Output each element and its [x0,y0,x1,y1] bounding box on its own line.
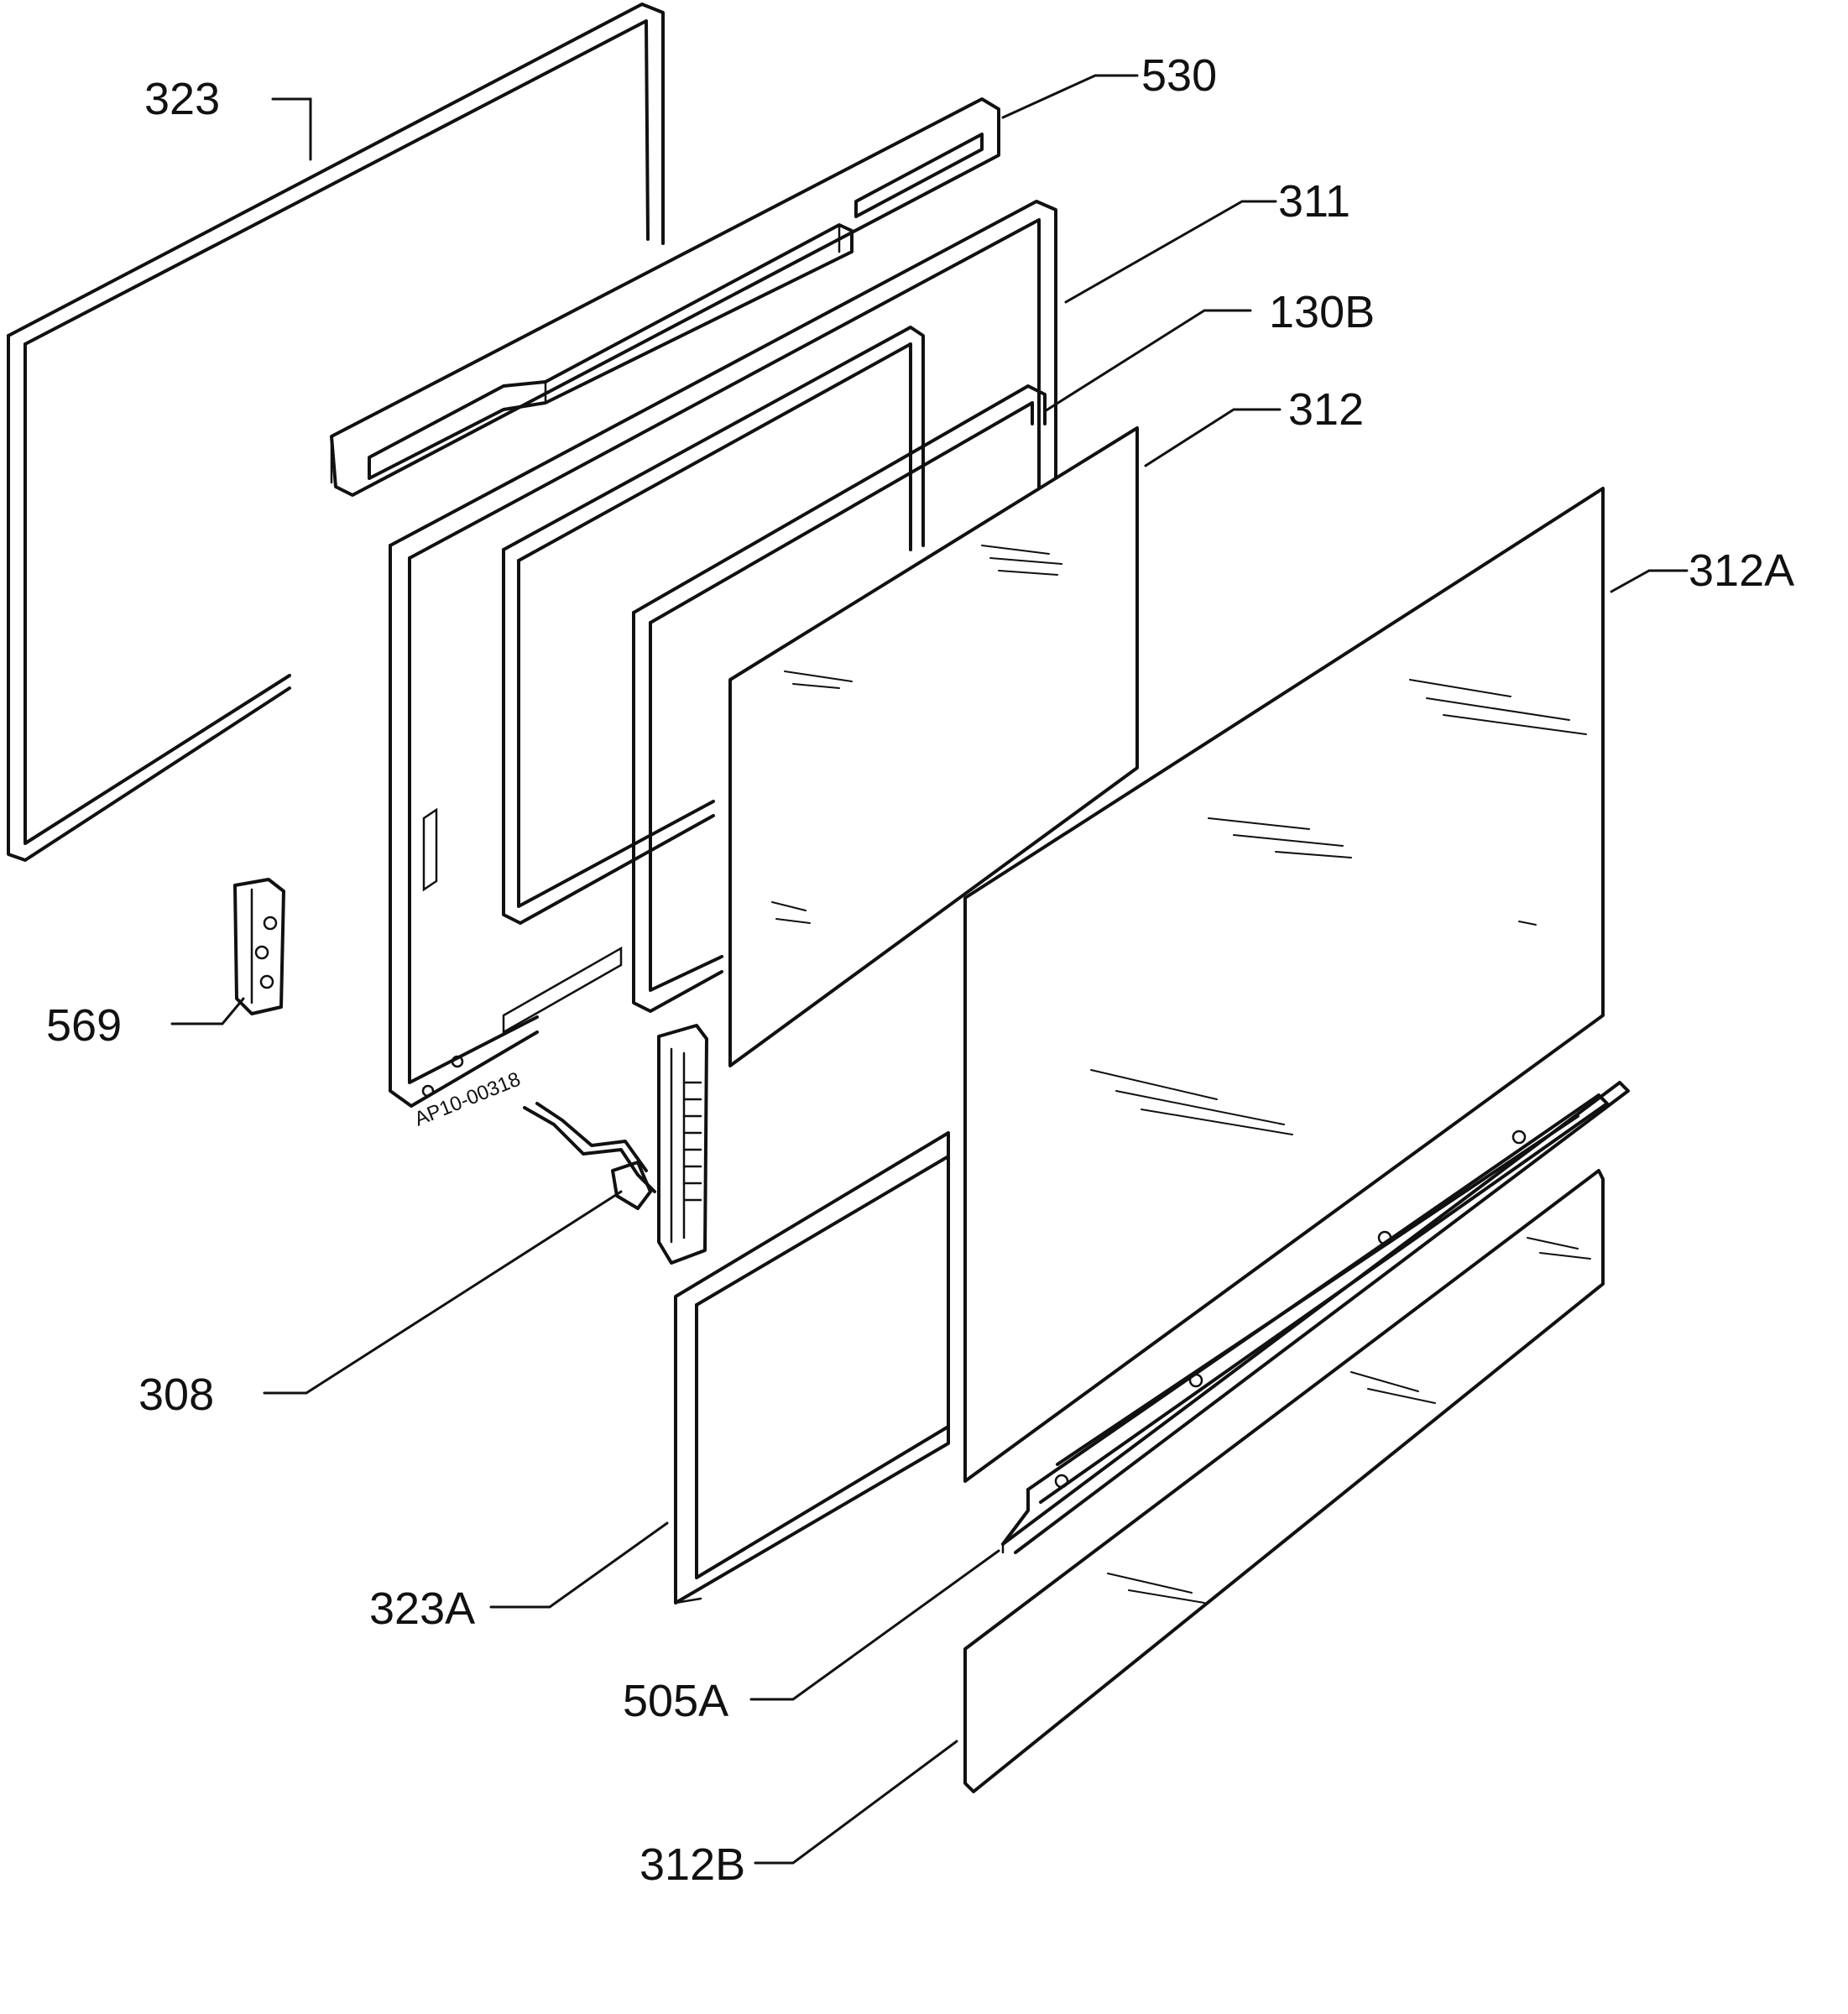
part-308-hinge [523,1024,708,1265]
part-311-inner-frame [389,200,1057,1108]
part-312a-outer-glass [963,487,1605,1483]
label-323: 323 [144,74,220,124]
label-308: 308 [138,1370,214,1420]
part-569-catch [233,878,285,1015]
part-323-door-seal [7,3,665,862]
label-569: 569 [46,1000,122,1051]
label-312: 312 [1288,384,1364,435]
part-312b-bottom-glass [963,1169,1605,1793]
label-130b: 130B [1269,287,1375,337]
part-code-text: AP10-00318 [411,1068,524,1131]
leader-lines [170,74,1689,1865]
label-323a: 323A [369,1584,475,1634]
part-323a-bottom-seal [674,1131,950,1604]
label-312b: 312B [639,1839,745,1890]
part-130b-seal [632,384,1047,1013]
part-505a-bottom-rail [1001,1081,1630,1554]
part-312-inner-glass [728,426,1139,1067]
label-530: 530 [1141,50,1217,101]
label-312a: 312A [1689,545,1794,596]
part-530-top-trim [330,97,1000,497]
label-311: 311 [1278,176,1350,227]
label-505a: 505A [623,1676,728,1726]
